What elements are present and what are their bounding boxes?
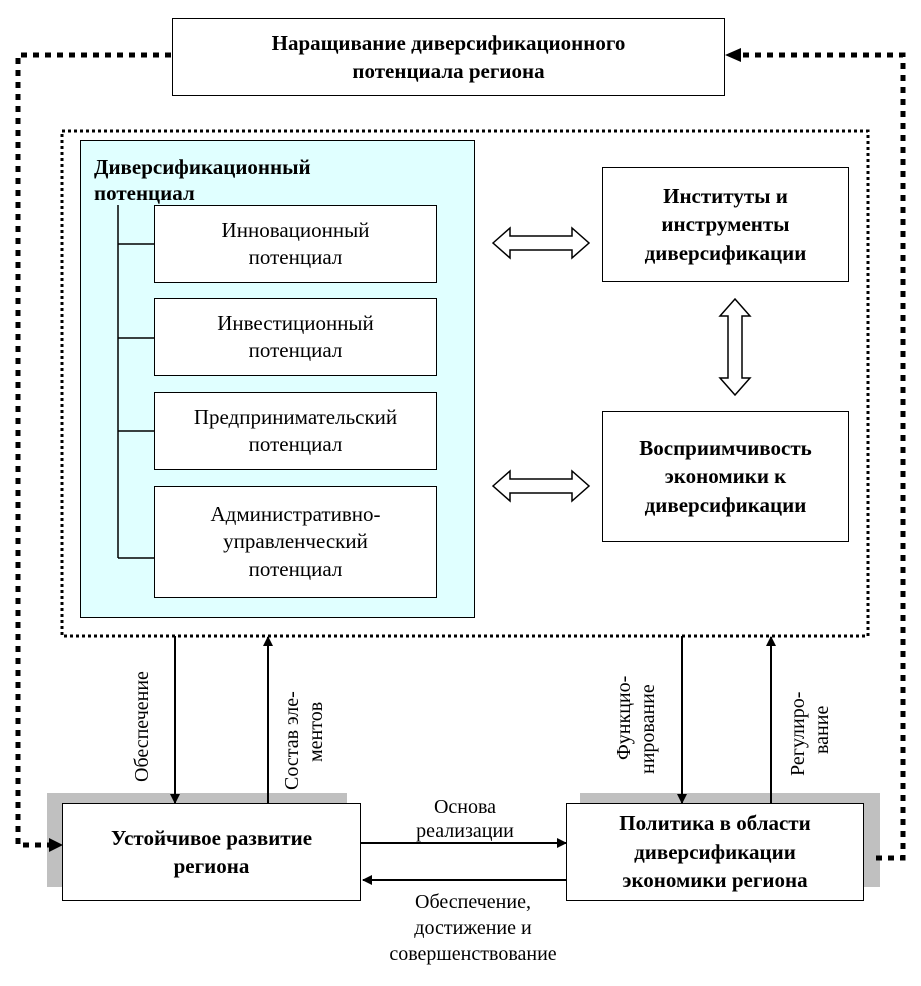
institutes-box: Институты и инструменты диверсификации	[602, 167, 849, 282]
label-regulation: Регулиро- вание	[786, 692, 834, 776]
right-dotted-arrowhead	[725, 48, 741, 62]
item-entrepreneurial-line2: потенциал	[248, 432, 343, 456]
top-box: Наращивание диверсификационного потенциа…	[172, 18, 725, 96]
item-administrative-line3: потенциал	[248, 556, 343, 581]
potential-item-administrative: Административно- управленческий потенциа…	[154, 486, 437, 598]
label-support-line1: Обеспечение,	[415, 891, 531, 913]
item-investment-line2: потенциал	[248, 338, 343, 362]
top-box-line1: Наращивание диверсификационного	[271, 30, 626, 55]
label-support: Обеспечение, достижение и совершенствова…	[358, 889, 588, 967]
sustainable-line1: Устойчивое развитие	[110, 825, 313, 850]
item-investment-line1: Инвестиционный	[217, 310, 374, 335]
policy-line2: диверсификации	[634, 839, 796, 864]
potential-item-entrepreneurial: Предпринимательский потенциал	[154, 392, 437, 470]
label-support-line2: достижение и	[414, 917, 532, 939]
potential-panel-title: Диверсификационный потенциал	[94, 154, 311, 207]
label-composition-line2: ментов	[305, 701, 327, 762]
policy-line1: Политика в области	[619, 811, 811, 836]
label-basis-line1: Основа	[433, 796, 497, 818]
potential-title-line2: потенциал	[94, 181, 195, 206]
right-dotted-loop	[741, 52, 906, 861]
left-dotted-loop	[15, 52, 171, 848]
double-arrow-vertical	[718, 297, 752, 397]
policy-line3: экономики региона	[622, 868, 808, 893]
double-arrow-receptivity	[491, 469, 591, 503]
label-regulation-line1: Регулиро-	[787, 691, 809, 776]
sustainable-development-box: Устойчивое развитие региона	[62, 803, 361, 901]
receptivity-line2: экономики к	[664, 464, 787, 489]
potential-item-investment: Инвестиционный потенциал	[154, 298, 437, 376]
label-regulation-line2: вание	[811, 705, 833, 754]
left-dotted-arrowhead	[49, 838, 63, 852]
receptivity-box: Восприимчивость экономики к диверсификац…	[602, 411, 849, 542]
label-composition-line1: Состав эле-	[281, 691, 303, 790]
label-functioning: Функцио- нирование	[612, 676, 660, 774]
label-basis-line2: реализации	[416, 820, 514, 842]
receptivity-line1: Восприимчивость	[639, 435, 812, 460]
item-administrative-line2: управленческий	[223, 529, 368, 554]
item-administrative-line1: Административно-	[210, 502, 381, 527]
item-entrepreneurial-line1: Предпринимательский	[193, 404, 398, 429]
label-composition: Состав эле- ментов	[280, 691, 328, 790]
label-functioning-line2: нирование	[637, 684, 659, 774]
potential-item-innovation: Инновационный потенциал	[154, 205, 437, 283]
institutes-line2: инструменты	[661, 212, 790, 237]
item-innovation-line2: потенциал	[248, 245, 343, 269]
item-innovation-line1: Инновационный	[221, 217, 370, 242]
potential-title-line1: Диверсификационный	[94, 155, 311, 179]
label-support-line3: совершенствование	[389, 943, 557, 965]
sustainable-line2: региона	[173, 854, 250, 878]
label-provision: Обеспечение	[131, 671, 153, 782]
dotted-frame	[60, 129, 870, 638]
institutes-line1: Институты и	[663, 183, 788, 208]
receptivity-line3: диверсификации	[644, 492, 807, 517]
double-arrow-institutes	[491, 226, 591, 260]
diversification-policy-box: Политика в области диверсификации эконом…	[566, 803, 864, 901]
institutes-line3: диверсификации	[644, 240, 807, 265]
top-box-line2: потенциала региона	[352, 59, 545, 83]
label-basis: Основа реализации	[400, 795, 530, 843]
label-functioning-line1: Функцио-	[613, 675, 635, 760]
